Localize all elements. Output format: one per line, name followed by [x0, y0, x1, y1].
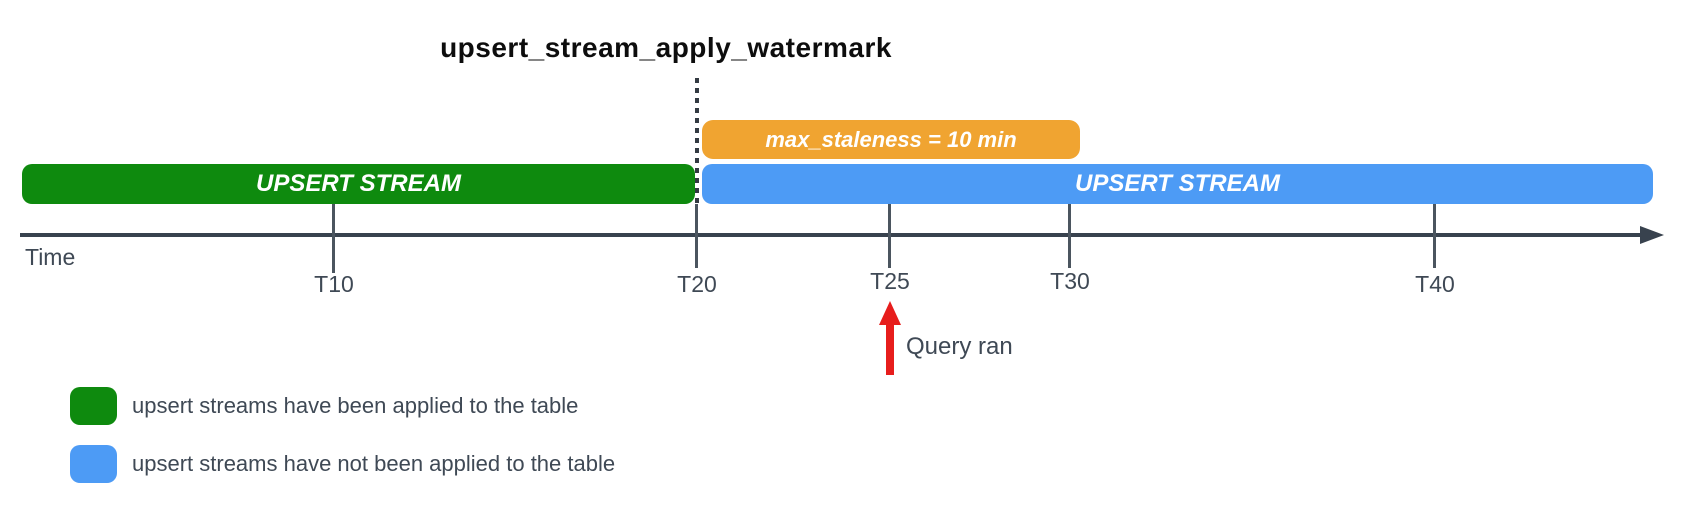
legend-item-applied: upsert streams have been applied to the …: [70, 387, 578, 425]
tick-label-t40: T40: [1415, 271, 1455, 297]
time-axis-label: Time: [25, 244, 76, 270]
not-applied-upsert-stream-bar: UPSERT STREAM: [702, 164, 1653, 204]
tick-label-t30: T30: [1050, 268, 1090, 294]
query-ran-arrow-shaft: [886, 323, 894, 375]
tick-label-t25: T25: [870, 268, 910, 294]
legend-swatch-blue: [70, 445, 117, 483]
tick-label-t10: T10: [314, 271, 354, 297]
query-ran-arrow-icon: [879, 301, 901, 325]
max-staleness-bar: max_staleness = 10 min: [702, 120, 1080, 159]
applied-upsert-stream-bar: UPSERT STREAM: [22, 164, 695, 204]
tick-t25: [888, 204, 891, 268]
watermark-dashed-line: [695, 78, 699, 205]
diagram-title: upsert_stream_apply_watermark: [440, 32, 892, 63]
legend-label-not-applied: upsert streams have not been applied to …: [132, 451, 616, 476]
legend-label-applied: upsert streams have been applied to the …: [132, 393, 579, 418]
tick-t40: [1433, 204, 1436, 268]
time-axis-arrowhead-icon: [1640, 226, 1664, 244]
tick-t20: [695, 204, 698, 268]
max-staleness-label: max_staleness = 10 min: [765, 126, 1017, 152]
legend-item-not-applied: upsert streams have not been applied to …: [70, 445, 615, 483]
time-axis-line: [20, 233, 1642, 237]
tick-t30: [1068, 204, 1071, 268]
tick-t10: [332, 204, 335, 273]
not-applied-upsert-stream-label: UPSERT STREAM: [1075, 170, 1280, 197]
applied-upsert-stream-label: UPSERT STREAM: [256, 170, 461, 197]
query-ran-label: Query ran: [906, 333, 1013, 360]
legend-swatch-green: [70, 387, 117, 425]
tick-label-t20: T20: [677, 271, 717, 297]
